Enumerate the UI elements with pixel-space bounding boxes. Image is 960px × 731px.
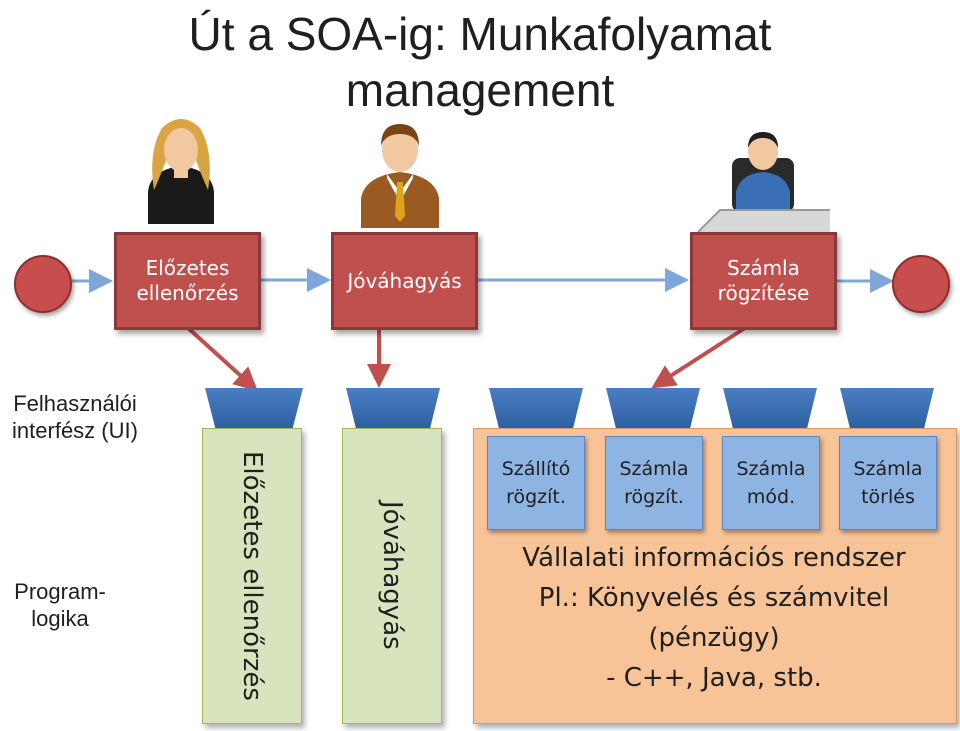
module-invoice-delete: Számla törlés xyxy=(839,436,937,530)
task-pre-check-line1: Előzetes xyxy=(145,256,230,280)
module-invoice-entry: Számla rögzít. xyxy=(605,436,703,530)
woman-user-icon xyxy=(148,119,214,224)
start-event-circle xyxy=(14,255,72,313)
approval-component-label: Jóváhagyás xyxy=(377,501,407,650)
erp-description-line1: Vállalati információs rendszer xyxy=(522,543,906,573)
ui-connector-supplier xyxy=(489,388,583,430)
erp-description-line4: - C++, Java, stb. xyxy=(606,663,822,693)
ui-connector-pre-check xyxy=(205,388,303,430)
task-invoice-line1: Számla xyxy=(727,256,800,280)
logic-layer-label: Program- logika xyxy=(0,578,120,632)
ui-layer-label: Felhasználói interfész (UI) xyxy=(0,390,150,444)
logic-layer-label-line1: Program- xyxy=(14,579,106,604)
module-supplier-entry: Szállító rögzít. xyxy=(487,436,585,530)
title-line-1: Út a SOA-ig: Munkafolyamat xyxy=(188,8,772,60)
clerk-at-desk-icon xyxy=(698,132,830,232)
businessman-user-icon xyxy=(361,124,439,228)
logic-layer-label-line2: logika xyxy=(31,606,89,631)
end-event-circle xyxy=(892,255,950,313)
ui-connector-invoice-modify xyxy=(723,388,817,430)
module-invoice-entry-line1: Számla xyxy=(619,458,689,480)
task-pre-check: Előzetes ellenőrzés xyxy=(114,232,261,330)
page-title: Út a SOA-ig: Munkafolyamat management xyxy=(0,6,960,118)
approval-component: Jóváhagyás xyxy=(342,428,442,724)
pre-check-component: Előzetes ellenőrzés xyxy=(202,428,302,724)
module-invoice-delete-line2: törlés xyxy=(861,486,915,508)
task-invoice-entry: Számla rögzítése xyxy=(690,232,837,330)
ui-connector-approval xyxy=(346,388,440,430)
module-invoice-delete-line1: Számla xyxy=(853,458,923,480)
module-invoice-modify-line1: Számla xyxy=(736,458,806,480)
link-precheck-ui xyxy=(186,326,258,392)
ui-layer-label-line1: Felhasználói xyxy=(13,391,137,416)
ui-layer-label-line2: interfész (UI) xyxy=(12,418,138,443)
task-approval-label: Jóváhagyás xyxy=(347,268,462,293)
pre-check-component-label: Előzetes ellenőrzés xyxy=(237,451,267,701)
module-invoice-entry-line2: rögzít. xyxy=(624,486,684,508)
module-supplier-line1: Szállító xyxy=(501,458,571,480)
ui-connector-invoice-delete xyxy=(840,388,934,430)
erp-description-line2: Pl.: Könyvelés és számvitel xyxy=(538,583,890,613)
task-invoice-line2: rögzítése xyxy=(717,281,810,305)
erp-description: Vállalati információs rendszer Pl.: Köny… xyxy=(478,538,950,698)
title-line-2: management xyxy=(345,64,615,116)
ui-connector-invoice-entry xyxy=(606,388,700,430)
erp-description-line3: (pénzügy) xyxy=(648,623,780,653)
task-approval: Jóváhagyás xyxy=(331,232,478,330)
task-pre-check-line2: ellenőrzés xyxy=(136,281,239,305)
link-invoice-ui xyxy=(651,326,747,389)
module-supplier-line2: rögzít. xyxy=(506,486,566,508)
module-invoice-modify: Számla mód. xyxy=(722,436,820,530)
module-invoice-modify-line2: mód. xyxy=(746,486,796,508)
